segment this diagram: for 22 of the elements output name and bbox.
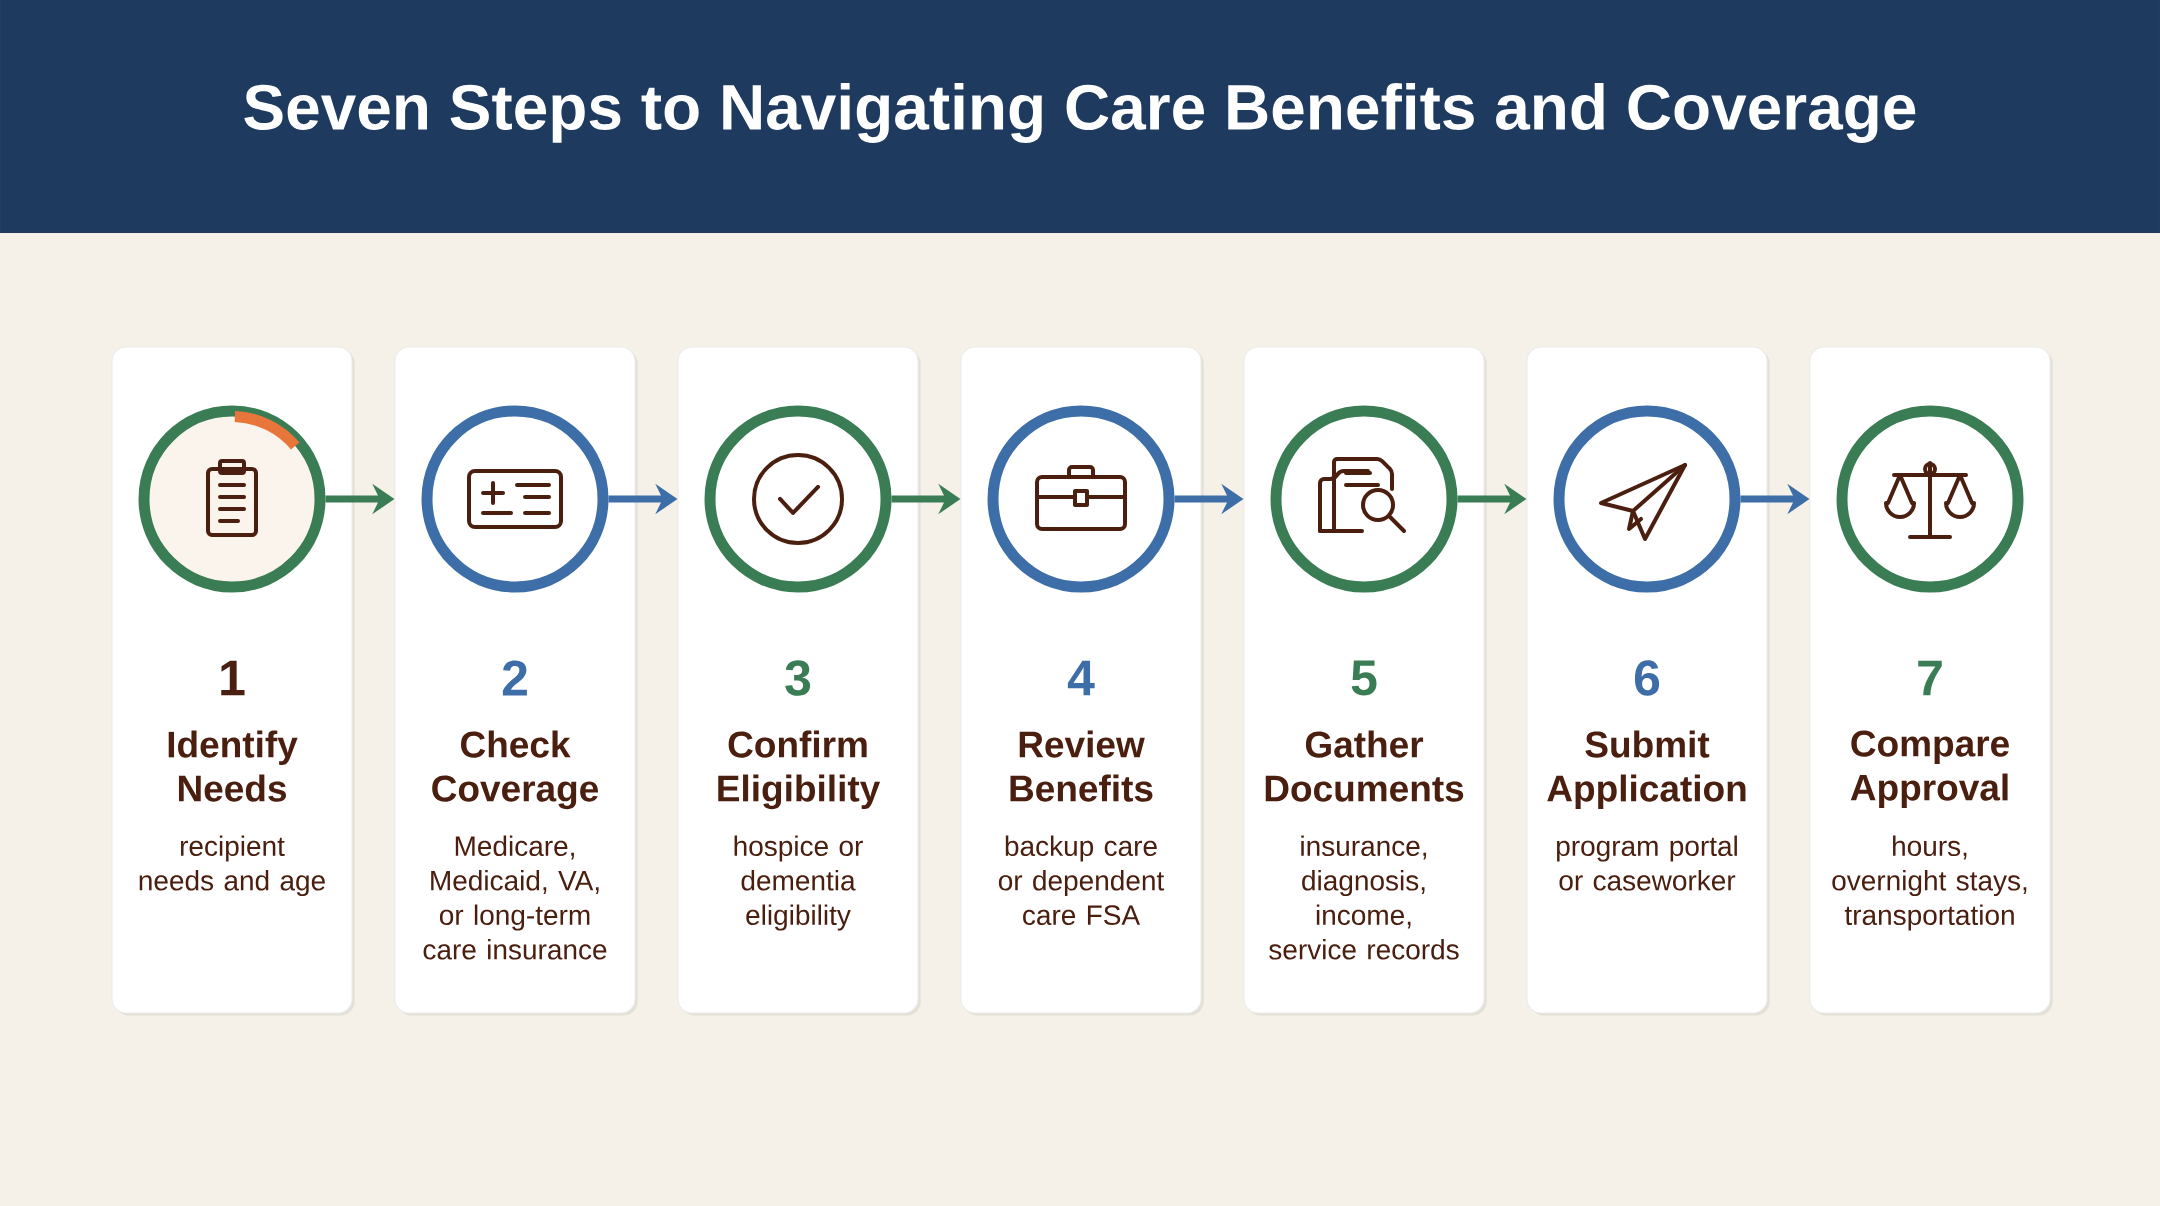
step-number: 6 (1634, 660, 1660, 696)
step-number: 1 (221, 660, 245, 696)
step-description: hours, overnight stays, transportation (1832, 835, 2027, 931)
step-title: Compare Approval (1850, 730, 2009, 809)
step-description: insurance, diagnosis, income, service records (1269, 835, 1459, 960)
step-title: Review Benefits (1010, 730, 1153, 802)
step-title: Confirm Eligibility (718, 730, 881, 810)
step-number: 5 (1351, 660, 1377, 696)
step-description: backup care or dependent care FSA (998, 835, 1165, 926)
step-number: 4 (1067, 660, 1095, 696)
step-description: program portal or caseworker (1557, 835, 1737, 891)
step-description: hospice or dementia eligibility (734, 835, 863, 931)
step-number: 3 (785, 660, 811, 696)
step-title: Check Coverage (432, 730, 599, 810)
step-description: Medicare, Medicaid, VA, or long-term care insurance (423, 835, 607, 960)
step-title: Gather Documents (1265, 730, 1464, 802)
step-title: Submit Application (1547, 730, 1746, 809)
step-number: 2 (502, 660, 527, 696)
header-banner: Seven Steps to Navigating Care Benefits and Coverage (0, 0, 2160, 233)
step-title: Identify Needs (168, 730, 298, 802)
step-description: recipient needs and age (139, 835, 325, 897)
step-number: 7 (1918, 660, 1942, 696)
